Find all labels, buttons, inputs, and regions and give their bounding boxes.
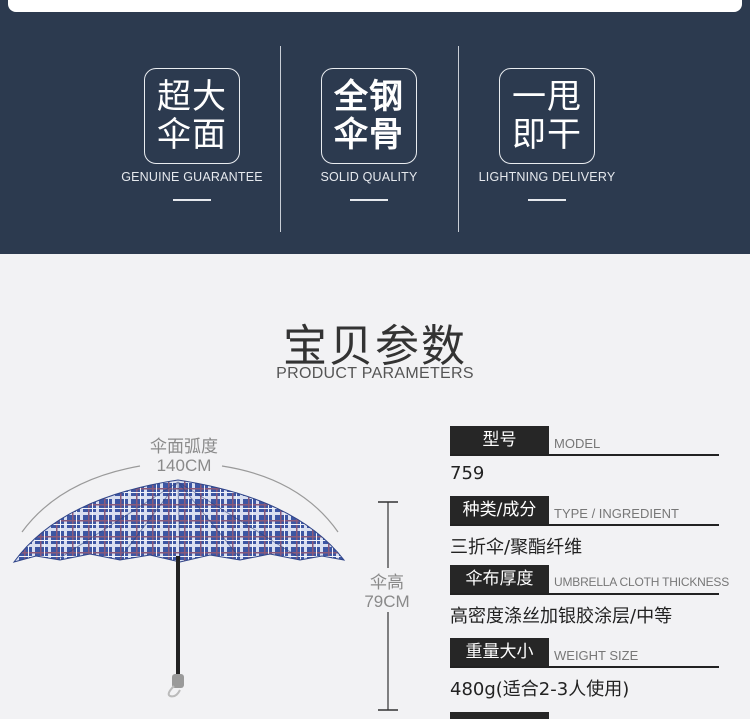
param-label-en: WEIGHT SIZE xyxy=(554,648,639,663)
param-row-weight: 重量大小 WEIGHT SIZE 480g(适合2-3人使用) xyxy=(450,638,719,701)
feature-dash xyxy=(350,199,388,201)
height-value: 79CM xyxy=(350,592,424,612)
feature-badge-line1: 超大 xyxy=(157,77,227,117)
arc-value: 140CM xyxy=(156,456,212,475)
height-label: 伞高 xyxy=(355,568,419,593)
param-row-thickness: 伞布厚度 UMBRELLA CLOTH THICKNESS 高密度涤丝加银胶涂层… xyxy=(450,565,729,628)
param-row-header: 种类/成分 TYPE / INGREDIENT xyxy=(450,496,719,526)
param-label: 重量大小 xyxy=(450,638,549,666)
feature-badge-line2: 即干 xyxy=(512,115,582,155)
feature-large-canopy: 超大 伞面 GENUINE GUARANTEE xyxy=(102,68,282,201)
feature-badge-line1: 一甩 xyxy=(512,77,582,117)
arc-label: 伞面弧度 xyxy=(150,437,218,456)
feature-badge: 一甩 即干 xyxy=(499,68,595,164)
umbrella-shaft xyxy=(176,556,180,678)
umbrella-ribs xyxy=(59,481,301,561)
section-title: 宝贝参数 xyxy=(283,321,467,372)
feature-badge-line1: 全钢 xyxy=(334,77,404,117)
param-value: 759 xyxy=(450,463,485,484)
feature-dash xyxy=(173,199,211,201)
top-white-strip xyxy=(8,0,742,12)
param-row-type: 种类/成分 TYPE / INGREDIENT 三折伞/聚酯纤维 xyxy=(450,496,719,559)
feature-subtitle: SOLID QUALITY xyxy=(320,170,418,184)
umbrella-illustration xyxy=(12,465,398,711)
param-label-en: MODEL xyxy=(554,436,601,451)
feature-quick-dry: 一甩 即干 LIGHTNING DELIVERY xyxy=(457,68,637,201)
param-row-model: 型号 MODEL 759 xyxy=(450,426,719,484)
feature-subtitle: GENUINE GUARANTEE xyxy=(121,170,263,184)
param-row-next-cutoff xyxy=(450,712,549,719)
param-label: 伞布厚度 xyxy=(450,565,549,593)
feature-badge: 超大 伞面 xyxy=(144,68,240,164)
param-value: 480g(适合2-3人使用) xyxy=(450,679,630,700)
feature-banner: 超大 伞面 GENUINE GUARANTEE 全钢 伞骨 SOLID QUAL… xyxy=(0,0,750,254)
feature-divider xyxy=(280,46,281,232)
umbrella-handle xyxy=(172,674,184,688)
param-value: 高密度涤丝加银胶涂层/中等 xyxy=(450,606,673,627)
param-row-header: 伞布厚度 UMBRELLA CLOTH THICKNESS xyxy=(450,565,729,595)
feature-dash xyxy=(528,199,566,201)
feature-subtitle: LIGHTNING DELIVERY xyxy=(478,170,616,184)
param-label: 种类/成分 xyxy=(450,496,549,524)
param-value: 三折伞/聚酯纤维 xyxy=(450,537,583,558)
umbrella-handle-strap xyxy=(167,685,181,698)
param-label-en: TYPE / INGREDIENT xyxy=(554,506,679,521)
param-label-en: UMBRELLA CLOTH THICKNESS xyxy=(554,575,730,589)
param-label: 型号 xyxy=(450,426,549,454)
feature-badge-line2: 伞面 xyxy=(157,115,227,155)
section-subtitle: PRODUCT PARAMETERS xyxy=(276,365,474,382)
feature-divider xyxy=(458,46,459,232)
feature-steel-frame: 全钢 伞骨 SOLID QUALITY xyxy=(279,68,459,201)
arc-dimension-left xyxy=(21,465,141,533)
param-row-header: 重量大小 WEIGHT SIZE xyxy=(450,638,719,668)
feature-badge: 全钢 伞骨 xyxy=(321,68,417,164)
param-row-header: 型号 MODEL xyxy=(450,426,719,456)
arc-dimension-right xyxy=(221,465,339,533)
feature-badge-line2: 伞骨 xyxy=(334,115,404,155)
